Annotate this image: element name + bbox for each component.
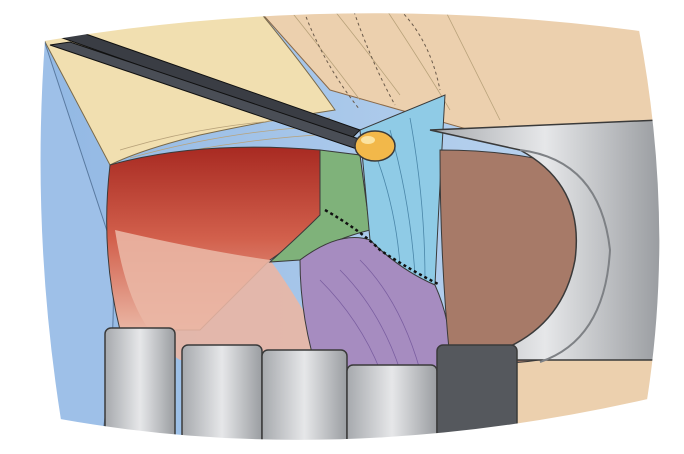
ball-highlight: [361, 136, 375, 144]
purple-region: [299, 237, 452, 381]
retractor-right-inner: [519, 149, 612, 363]
retractor-blade-3: [261, 349, 348, 441]
retractor-blade-1: [104, 327, 176, 441]
dissection-line: [324, 208, 441, 287]
muscle-striations: [109, 12, 501, 169]
tissue-tip-ball: [354, 130, 396, 162]
retractor-blade-4: [346, 364, 438, 441]
purple-fibers: [319, 259, 421, 371]
field-outline: [38, 11, 662, 442]
retractor-blade-5: [436, 344, 518, 441]
